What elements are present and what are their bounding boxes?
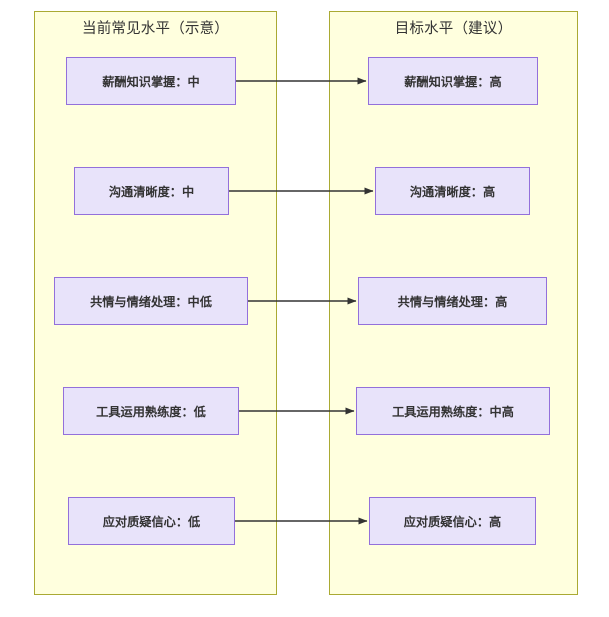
node-target-3[interactable]: 共情与情绪处理：高 (358, 277, 547, 325)
node-current-5[interactable]: 应对质疑信心：低 (68, 497, 235, 545)
node-target-1[interactable]: 薪酬知识掌握：高 (368, 57, 538, 105)
panel-target-level-title: 目标水平（建议） (394, 21, 513, 37)
node-current-2[interactable]: 沟通清晰度：中 (74, 167, 229, 215)
node-current-1[interactable]: 薪酬知识掌握：中 (66, 57, 236, 105)
node-current-4[interactable]: 工具运用熟练度：低 (63, 387, 239, 435)
panel-current-level-title: 当前常见水平（示意） (82, 21, 229, 37)
node-current-3[interactable]: 共情与情绪处理：中低 (54, 277, 248, 325)
node-target-2[interactable]: 沟通清晰度：高 (375, 167, 530, 215)
node-target-4[interactable]: 工具运用熟练度：中高 (356, 387, 550, 435)
node-target-5[interactable]: 应对质疑信心：高 (369, 497, 536, 545)
